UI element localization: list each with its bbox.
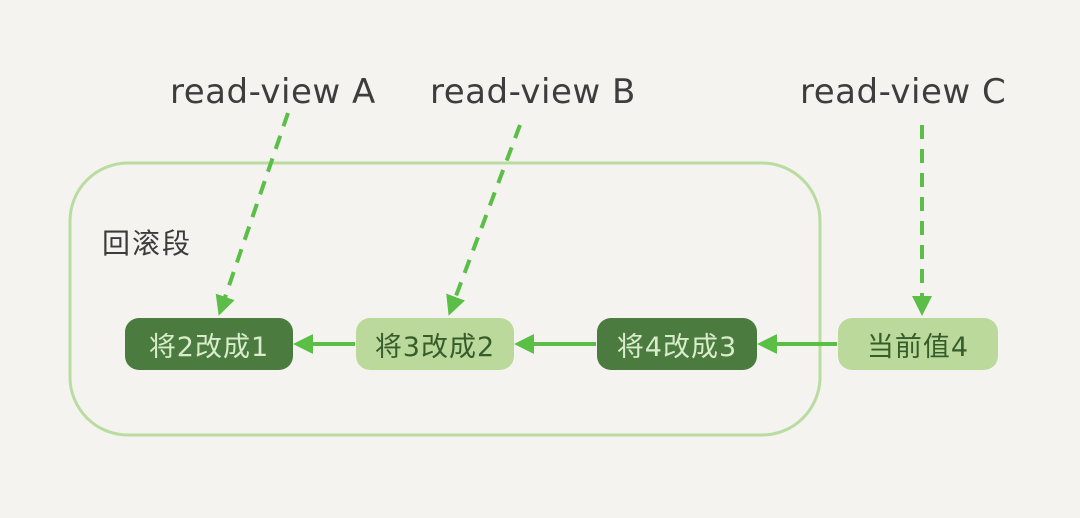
rollback-segment-box	[68, 161, 822, 437]
rollback-segment-label: 回滚段	[102, 227, 193, 260]
version-node-2: 将3改成2	[356, 318, 514, 370]
read-view-b-label: read-view B	[430, 72, 636, 112]
read-view-b-pointer	[446, 124, 522, 316]
read-view-a-label: read-view A	[170, 72, 376, 112]
version-node-3: 将4改成3	[597, 318, 757, 370]
read-view-a-pointer	[215, 112, 290, 316]
version-node-1: 将2改成1	[125, 318, 293, 370]
current-value-node: 当前值4	[838, 318, 998, 370]
read-view-c-label: read-view C	[800, 72, 1007, 112]
